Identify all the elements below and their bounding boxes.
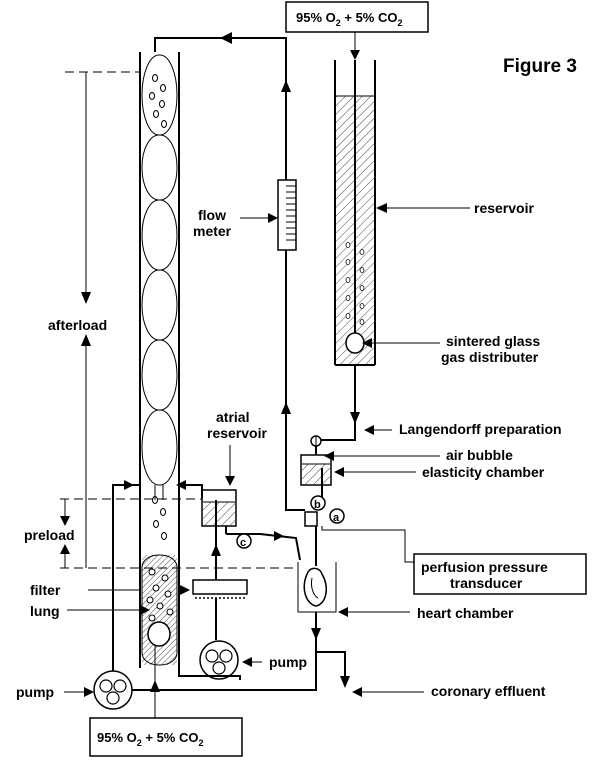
preload-dimension: preload	[24, 498, 298, 569]
marker-b: b	[310, 495, 326, 511]
air-bubble-label: air bubble	[446, 447, 513, 463]
svg-text:b: b	[314, 499, 321, 511]
heart-chamber-label: heart chamber	[417, 605, 514, 621]
elasticity-chamber-label: elasticity chamber	[422, 464, 545, 480]
perfusion-label-1: perfusion pressure	[421, 559, 548, 575]
sintered-label-1: sintered glass	[446, 333, 540, 349]
sintered-label-2: gas distributer	[441, 349, 539, 365]
column-to-atrial	[179, 484, 203, 498]
elasticity-chamber: air bubble elasticity chamber	[300, 435, 545, 500]
gas-label-bottom: 95% O2 + 5% CO2	[97, 730, 204, 748]
perfusion-label-2: transducer	[450, 575, 523, 591]
filter: filter lung	[30, 579, 248, 619]
figure-title: Figure 3	[503, 56, 577, 77]
gas-label-top: 95% O2 + 5% CO2	[296, 10, 403, 28]
flow-meter-lower-line	[285, 250, 305, 511]
afterload-column	[139, 52, 180, 668]
return-line	[154, 32, 291, 180]
coronary-effluent-label: coronary effluent	[431, 683, 546, 699]
afterload-label: afterload	[48, 317, 107, 333]
gas-box-bottom	[89, 717, 243, 757]
heart-outflow	[228, 612, 317, 691]
flow-meter: flow meter	[193, 179, 297, 251]
reservoir-label: reservoir	[474, 200, 534, 216]
atrial-to-heart-line	[226, 533, 301, 561]
pump-left-label: pump	[16, 684, 54, 700]
gas-box-top	[285, 1, 429, 33]
svg-text:c: c	[240, 537, 246, 549]
perfusion-transducer: perfusion pressure transducer	[304, 511, 587, 595]
gas-inlet-bottom: 95% O2 + 5% CO2	[89, 646, 243, 757]
pump-left-up-line	[112, 484, 140, 671]
filter-label: filter	[30, 582, 61, 598]
pump-right-line	[178, 668, 241, 680]
atrial-reservoir: atrial reservoir	[201, 409, 267, 560]
marker-c: c	[236, 533, 252, 549]
pump-right-label: pump	[269, 654, 307, 670]
column-bubbles	[141, 54, 178, 486]
pump-left: pump	[16, 670, 133, 710]
marker-a: a	[329, 508, 345, 524]
gas-inlet-top: 95% O2 + 5% CO2	[285, 1, 429, 60]
langendorff-label: Langendorff preparation	[399, 421, 562, 437]
atrial-reservoir-label-1: atrial	[216, 409, 249, 425]
heart-chamber: heart chamber	[297, 526, 514, 621]
flow-meter-label-1: flow	[198, 207, 226, 223]
reservoir-outflow	[340, 365, 356, 441]
afterload-dimension: afterload	[48, 71, 140, 568]
flow-meter-label-2: meter	[193, 223, 232, 239]
pump-right: pump	[199, 640, 307, 680]
coronary-outflow	[316, 651, 346, 680]
lung-label: lung	[30, 603, 60, 619]
atrial-reservoir-label-2: reservoir	[207, 425, 267, 441]
preload-label: preload	[24, 527, 75, 543]
reservoir-column: reservoir sintered glass gas distributer	[334, 60, 540, 366]
svg-text:a: a	[333, 512, 340, 524]
